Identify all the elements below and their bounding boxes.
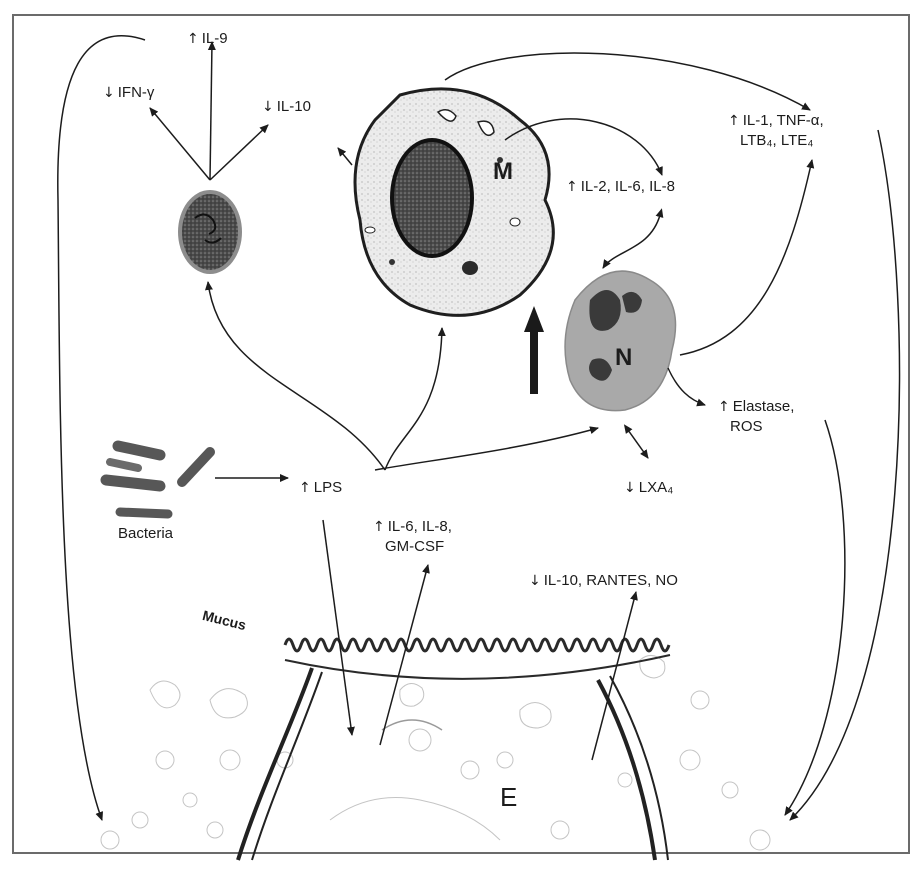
epithelium-label: E — [500, 788, 517, 806]
down-arrow-icon: ↓ — [624, 480, 636, 496]
label-il2-il6-il8: ↑IL-2, IL-6, IL-8 — [566, 178, 675, 196]
label-ros: ROS — [730, 418, 763, 436]
label-il1-tnf: ↑IL-1, TNF-α, — [728, 112, 824, 130]
label-lps: ↑LPS — [299, 479, 342, 497]
label-ifn-gamma: ↓IFN-γ — [103, 84, 154, 102]
label-ltb4-lte4: LTB₄, LTE₄ — [740, 132, 813, 150]
up-arrow-icon: ↑ — [187, 31, 199, 47]
mucus-brush-border — [285, 639, 669, 651]
down-arrow-icon: ↓ — [103, 85, 115, 101]
up-arrow-icon: ↑ — [718, 399, 730, 415]
neutrophil-label: N — [615, 349, 632, 367]
lymphocyte-cell — [178, 190, 242, 274]
big-up-arrow — [524, 306, 544, 394]
label-bacteria: Bacteria — [118, 525, 173, 543]
neutrophil-cell — [565, 271, 675, 411]
down-arrow-icon: ↓ — [529, 573, 541, 589]
label-lxa4: ↓LXA₄ — [624, 479, 673, 497]
epithelium-left-wall — [238, 668, 312, 860]
up-arrow-icon: ↑ — [299, 480, 311, 496]
macrophage-label: M — [493, 163, 513, 181]
label-elastase: ↑Elastase, — [718, 398, 794, 416]
label-il10-top: ↓IL-10 — [262, 98, 311, 116]
label-gm-csf: GM-CSF — [385, 538, 444, 556]
label-il10-rantes-no: ↓IL-10, RANTES, NO — [529, 572, 678, 590]
label-il9: ↑IL-9 — [187, 30, 228, 48]
up-arrow-icon: ↑ — [566, 179, 578, 195]
up-arrow-icon: ↑ — [728, 113, 740, 129]
down-arrow-icon: ↓ — [262, 99, 274, 115]
epithelium-background — [101, 655, 770, 850]
macrophage-cell — [355, 89, 553, 316]
label-il6-il8: ↑IL-6, IL-8, — [373, 518, 452, 536]
bacteria-rods — [106, 446, 210, 514]
up-arrow-icon: ↑ — [373, 519, 385, 535]
